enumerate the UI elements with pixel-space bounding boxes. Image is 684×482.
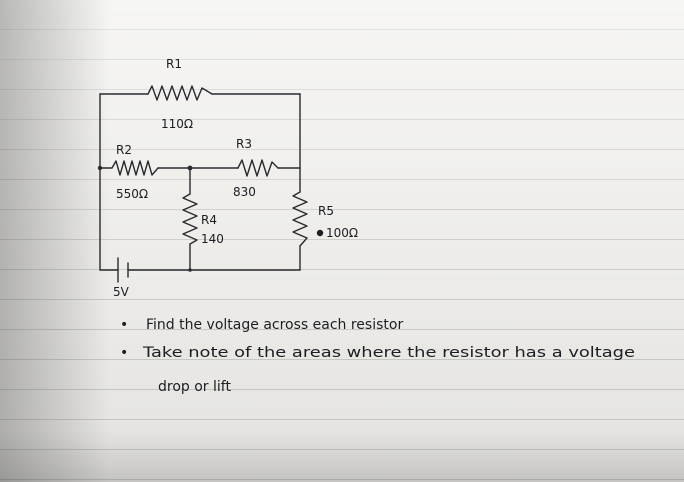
resistor-r3-symbol <box>237 159 279 177</box>
resistor-r2-symbol <box>111 160 159 176</box>
resistor-r5-symbol <box>292 191 308 247</box>
r5-value-label: 100Ω <box>326 226 358 240</box>
resistor-r1-symbol <box>147 85 213 101</box>
page-shadow-left <box>0 0 110 482</box>
r4-value-label: 140 <box>201 232 224 246</box>
note-bullet-2: • <box>120 345 128 361</box>
r1-name-label: R1 <box>166 57 182 71</box>
note-line-1: Find the voltage across each resistor <box>146 317 403 333</box>
junction-node-bottom <box>188 268 192 272</box>
note-bullet-1: • <box>120 317 128 333</box>
r4-name-label: R4 <box>201 213 217 227</box>
junction-node-top <box>187 165 193 171</box>
resistor-r4-symbol <box>182 193 198 245</box>
r3-value-label: 830 <box>233 185 256 199</box>
note-line-3: drop or lift <box>158 379 231 395</box>
source-voltage-label: 5V <box>113 285 130 299</box>
junction-node-left <box>97 165 103 171</box>
note-line-2: Take note of the areas where the resisto… <box>142 345 635 361</box>
r5-name-label: R5 <box>318 204 334 218</box>
r3-name-label: R3 <box>236 137 252 151</box>
r2-name-label: R2 <box>116 143 132 157</box>
ink-blot <box>316 229 324 237</box>
page-shadow-bottom <box>0 430 684 482</box>
r1-value-label: 110Ω <box>161 117 193 131</box>
r2-value-label: 550Ω <box>116 187 148 201</box>
